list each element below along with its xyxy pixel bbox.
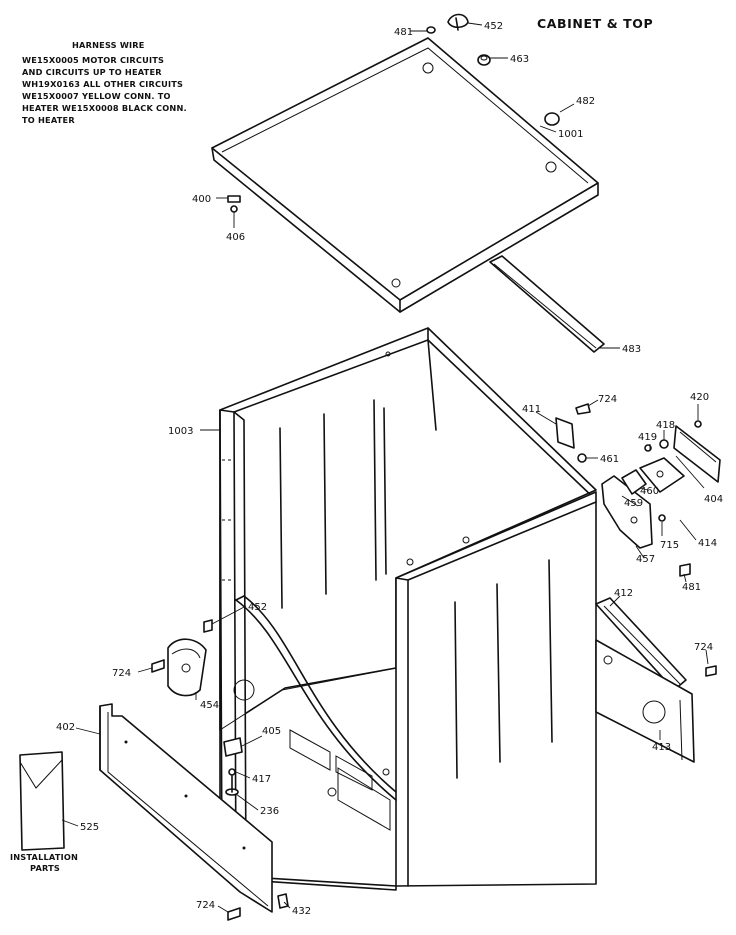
part-label: 525 — [80, 822, 99, 833]
grommet-part-463 — [477, 54, 491, 66]
hinge-bracket-454 — [167, 638, 207, 697]
part-label: 419 — [638, 432, 657, 443]
part-label: 432 — [292, 906, 311, 917]
part-label: 418 — [656, 420, 675, 431]
harness-note-heading: HARNESS WIRE — [72, 40, 145, 50]
plug-part-482 — [544, 112, 560, 126]
part-label: 461 — [600, 454, 619, 465]
part-label: 459 — [624, 498, 643, 509]
part-label: 482 — [576, 96, 595, 107]
clip-420 — [694, 420, 702, 428]
part-label: 724 — [598, 394, 617, 405]
switch-460 — [639, 457, 685, 493]
screw-418 — [659, 439, 669, 449]
part-label: 236 — [260, 806, 279, 817]
toe-panel — [99, 703, 273, 913]
part-label: 412 — [614, 588, 633, 599]
part-label: 481 — [394, 27, 413, 38]
install-label-line: INSTALLATION — [10, 852, 78, 862]
bracket-457 — [601, 475, 653, 549]
part-label: 724 — [196, 900, 215, 911]
part-label: 404 — [704, 494, 723, 505]
screw-724-left — [151, 659, 165, 673]
part-label: 715 — [660, 540, 679, 551]
harness-note-line: AND CIRCUITS UP TO HEATER — [22, 67, 162, 77]
part-label: 405 — [262, 726, 281, 737]
installation-parts-label: INSTALLATION PARTS — [10, 852, 78, 873]
diagram-title: CABINET & TOP — [537, 16, 653, 31]
harness-note-line: HEATER WE15X0008 BLACK CONN. — [22, 103, 187, 113]
part-label: 413 — [652, 742, 671, 753]
rear-rail-412 — [595, 597, 687, 691]
control-cover-404 — [673, 425, 721, 483]
washer-417 — [228, 768, 236, 776]
top-panel — [211, 37, 599, 313]
screw-724-bottom — [227, 907, 241, 921]
harness-note-line: WE15X0007 YELLOW CONN. TO — [22, 91, 171, 101]
part-label: 457 — [636, 554, 655, 565]
screw-724-right — [705, 665, 717, 677]
screw-part-400 — [227, 195, 241, 203]
part-label: 454 — [200, 700, 219, 711]
part-label: 411 — [522, 404, 541, 415]
part-label: 406 — [226, 232, 245, 243]
harness-wire-note: HARNESS WIRE WE15X0005 MOTOR CIRCUITS AN… — [22, 40, 187, 125]
part-label: 1003 — [168, 426, 193, 437]
washer-part-406 — [230, 205, 238, 213]
part-label: 417 — [252, 774, 271, 785]
part-label: 481 — [682, 582, 701, 593]
install-label-line: PARTS — [30, 863, 60, 873]
screw-461-upper — [577, 453, 587, 463]
clip-481-lower — [679, 563, 691, 577]
leveling-leg-236 — [225, 775, 239, 796]
part-label: 414 — [698, 538, 717, 549]
part-label: 483 — [622, 344, 641, 355]
installation-envelope — [19, 751, 65, 851]
harness-note-line: WE15X0005 MOTOR CIRCUITS — [22, 55, 164, 65]
catch-432-bottom — [277, 893, 289, 909]
plate-411 — [555, 417, 575, 449]
part-label: 400 — [192, 194, 211, 205]
clip-part-481 — [426, 26, 436, 34]
part-labels: 481 452 463 482 1001 400 406 483 1003 41… — [56, 21, 723, 917]
part-label: 452 — [248, 602, 267, 613]
harness-note-line: TO HEATER — [22, 115, 75, 125]
rear-panel-413 — [595, 639, 695, 763]
part-label: 724 — [694, 642, 713, 653]
screw-724-upper — [575, 403, 591, 415]
leader-lines — [61, 22, 709, 913]
part-label: 460 — [640, 486, 659, 497]
catch-432-left — [203, 619, 213, 633]
hinge-strip — [489, 255, 605, 353]
screw-715 — [658, 514, 666, 522]
screw-419 — [644, 444, 652, 452]
part-label: 463 — [510, 54, 529, 65]
harness-note-line: WH19X0163 ALL OTHER CIRCUITS — [22, 79, 183, 89]
part-label: 724 — [112, 668, 131, 679]
part-label: 1001 — [558, 129, 583, 140]
part-label: 402 — [56, 722, 75, 733]
bracket-405 — [223, 737, 243, 757]
part-label: 420 — [690, 392, 709, 403]
bumper-part-452 — [447, 13, 469, 31]
part-label: 452 — [484, 21, 503, 32]
